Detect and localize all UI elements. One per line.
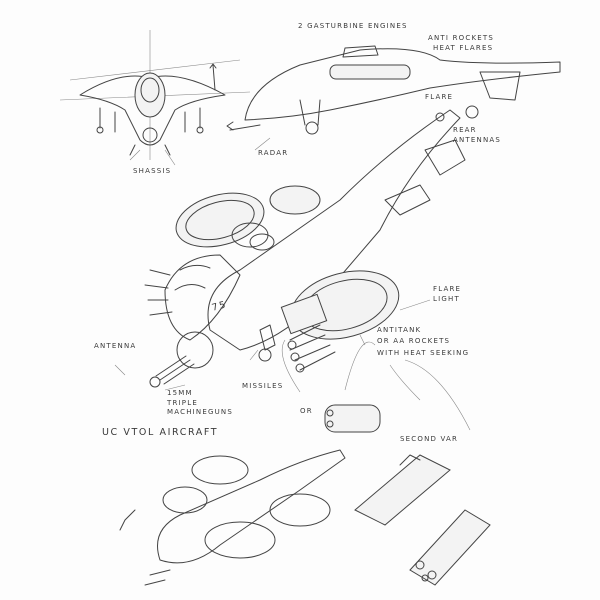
label-chassis: SHASSIS <box>133 167 172 175</box>
label-antenna: ANTENNA <box>94 342 137 350</box>
label-or: OR <box>300 407 313 415</box>
label-flare: FLARE <box>425 93 454 101</box>
label-antennas: ANTENNAS <box>453 136 502 144</box>
label-second-var: SECOND VAR <box>400 435 459 443</box>
second-var-pods-sketch <box>354 454 491 586</box>
bottom-aircraft-sketch <box>119 449 346 586</box>
label-guns-1: 15MM <box>167 389 193 397</box>
label-aa-rockets: OR AA ROCKETS <box>377 337 451 345</box>
label-heat-flares: HEAT FLARES <box>433 44 494 52</box>
label-radar: RADAR <box>258 149 289 157</box>
label-guns-3: MACHINEGUNS <box>167 408 234 416</box>
label-rear: REAR <box>453 126 477 134</box>
alt-rocket-pod-sketch <box>324 404 381 433</box>
front-view-sketch <box>59 30 251 160</box>
label-flare-light-2: LIGHT <box>433 295 460 303</box>
label-antitank: ANTITANK <box>377 326 422 334</box>
label-anti-rockets: ANTI ROCKETS <box>428 34 494 42</box>
sketch-title: UC VTOL AIRCRAFT <box>102 427 219 438</box>
label-engines: 2 GASTURBINE ENGINES <box>298 22 408 30</box>
label-missiles: MISSILES <box>242 382 284 390</box>
main-isometric-sketch <box>144 109 466 388</box>
label-flare-light-1: FLARE <box>433 285 462 293</box>
label-guns-2: TRIPLE <box>167 399 198 407</box>
side-view-sketch <box>226 45 561 135</box>
label-heat-seeking: WITH HEAT SEEKING <box>377 349 470 357</box>
annotation-arrows <box>114 137 471 431</box>
